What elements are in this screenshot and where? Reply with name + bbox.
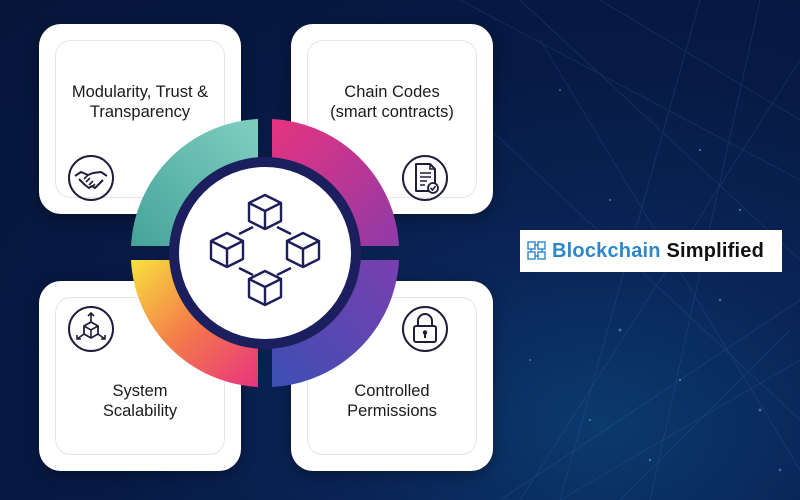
brand-logo: Blockchain Simplified bbox=[520, 230, 782, 272]
card-inner-border bbox=[55, 40, 225, 198]
card-title: Modularity, Trust & Transparency bbox=[71, 83, 209, 121]
blockchain-network-icon bbox=[209, 193, 321, 307]
card-inner-border bbox=[307, 40, 477, 198]
scalable-cube-icon bbox=[67, 305, 115, 353]
contract-document-icon bbox=[401, 154, 449, 202]
card-title: Chain Codes (smart contracts) bbox=[330, 83, 454, 121]
hub-segment-bottom-right bbox=[272, 260, 399, 387]
central-hub bbox=[131, 119, 399, 387]
hub-segment-top-left bbox=[131, 119, 258, 246]
feature-card-modularity: Modularity, Trust & Transparency bbox=[39, 24, 241, 214]
hub-segment-top-right bbox=[272, 119, 399, 246]
brand-word-blockchain: Blockchain bbox=[552, 239, 661, 262]
card-title: Controlled Permissions bbox=[347, 382, 437, 420]
brand-name: Blockchain Simplified bbox=[552, 240, 764, 263]
padlock-icon bbox=[401, 305, 449, 353]
hub-center-disc bbox=[179, 167, 351, 339]
handshake-icon bbox=[67, 154, 115, 202]
card-title: System Scalability bbox=[102, 382, 178, 420]
brand-word-simplified: Simplified bbox=[666, 239, 765, 262]
hub-segment-bottom-left bbox=[131, 260, 258, 387]
logo-cube-icon bbox=[527, 241, 546, 260]
